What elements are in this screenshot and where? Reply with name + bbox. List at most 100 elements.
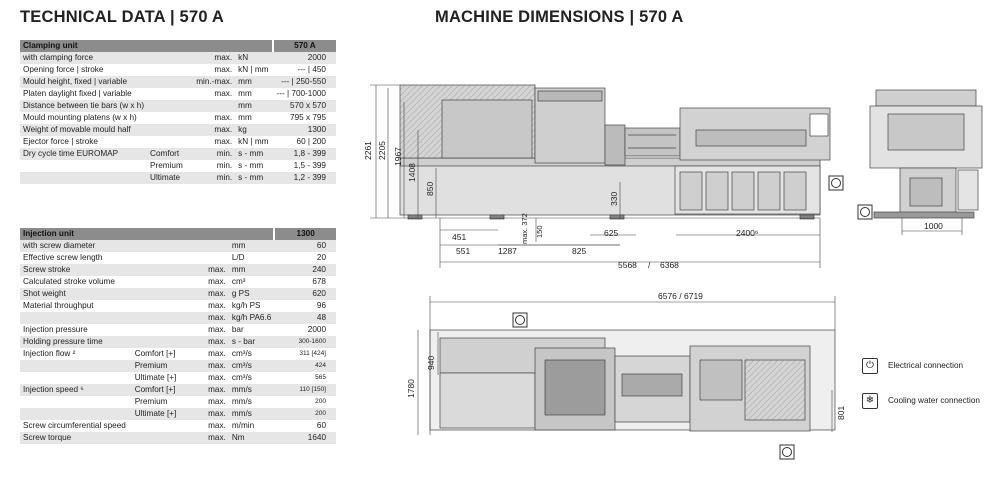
row-value: 48 [274,312,336,324]
row-value: 565 [274,372,336,384]
row-sub: Ultimate [+] [131,408,189,420]
row-unit: cm³/s [228,348,275,360]
electrical-connection-marker-top [779,444,795,460]
row-label [20,396,132,408]
row-qualifier: max. [188,288,229,300]
row-label: with clamping force [20,52,148,64]
dim-850: 850 [425,182,435,196]
dim-940: 940 [426,356,436,370]
dim-825: 825 [572,246,586,256]
row-qualifier: max. [188,312,229,324]
dim-1967: 1967 [393,147,403,166]
dim-1780: 1780 [406,379,416,398]
row-qualifier: max. [188,420,229,432]
row-unit: bar [228,324,275,336]
row-unit: L/D [228,252,275,264]
row-qualifier [188,252,229,264]
row-unit: cm³/s [228,372,275,384]
row-value: 110 [150] [274,384,336,396]
legend-electrical: ⏻ Electrical connection [862,358,963,374]
row-qualifier: max. [188,336,229,348]
row-unit: mm [235,112,273,124]
row-qualifier: max. [193,124,236,136]
row-unit: kg/h PA6.6 [228,312,275,324]
dim-451: 451 [452,232,466,242]
row-value: 96 [274,300,336,312]
row-unit: Nm [228,432,275,444]
row-label: Screw stroke [20,264,132,276]
row-sub [131,252,189,264]
row-sub [147,136,194,148]
row-label: Holding pressure time [20,336,132,348]
row-qualifier: max. [193,52,236,64]
legend-electrical-label: Electrical connection [888,361,964,371]
row-unit: kg/h PS [228,300,275,312]
row-value: 20 [274,252,336,264]
row-value: 570 x 570 [272,100,336,112]
row-unit: g PS [228,288,275,300]
row-value: 1640 [274,432,336,444]
row-value: 678 [274,276,336,288]
row-value: 200 [274,396,336,408]
cooling-water-marker-front [857,204,873,220]
row-sub: Premium [131,396,189,408]
row-value: 1,8 - 399 [272,148,336,160]
row-value: 300-1600 [274,336,336,348]
row-sub [147,112,194,124]
row-label: Effective screw length [20,252,132,264]
row-label: Material throughput [20,300,132,312]
row-label [20,372,132,384]
row-sub: Ultimate [+] [131,372,189,384]
dim-330: 330 [609,192,619,206]
row-sub [131,312,189,324]
row-sub [131,240,189,252]
front-view-drawing [869,89,983,219]
row-unit: mm [228,240,275,252]
dim-2261: 2261 [363,141,373,160]
row-qualifier: min.-max. [193,76,236,88]
row-value: 2000 [274,324,336,336]
dim-150: 150 [535,225,544,238]
electrical-connection-icon: ⏻ [862,358,878,374]
row-qualifier: max. [188,432,229,444]
row-unit: mm/s [228,408,275,420]
side-view-drawing [399,84,831,220]
row-sub [131,432,189,444]
dim-801: 801 [836,406,846,420]
row-value: --- | 250-550 [272,76,336,88]
side-view-dimension-lines [370,84,821,268]
row-sub [131,288,189,300]
row-value: 424 [274,360,336,372]
row-qualifier: max. [188,300,229,312]
row-qualifier: max. [188,348,229,360]
dim-6368: 6368 [660,260,679,270]
machine-dimensions-title: MACHINE DIMENSIONS | 570 A [435,8,684,26]
row-value: 311 [424] [274,348,336,360]
top-view-dimension-lines [417,296,836,435]
row-qualifier [193,100,236,112]
row-sub [131,324,189,336]
row-sub [131,264,189,276]
row-unit: s - mm [235,148,273,160]
row-label: Mould height, fixed | variable [20,76,148,88]
row-label [20,172,148,184]
